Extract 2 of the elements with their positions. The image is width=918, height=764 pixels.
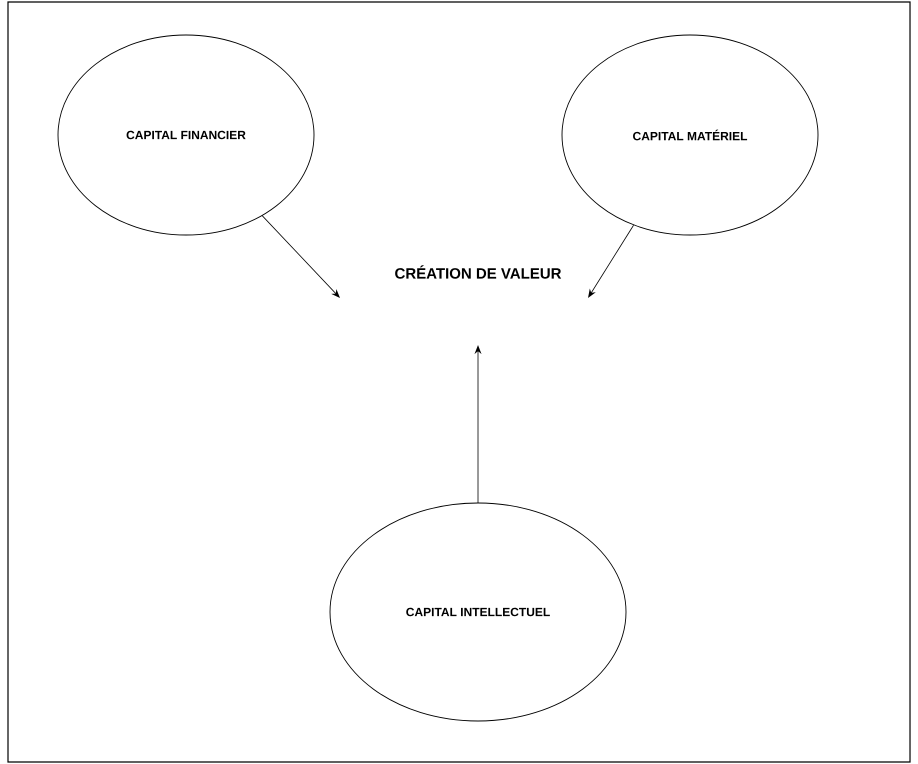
node-text: CRÉATION DE VALEUR — [395, 265, 562, 279]
arrow — [262, 215, 340, 298]
